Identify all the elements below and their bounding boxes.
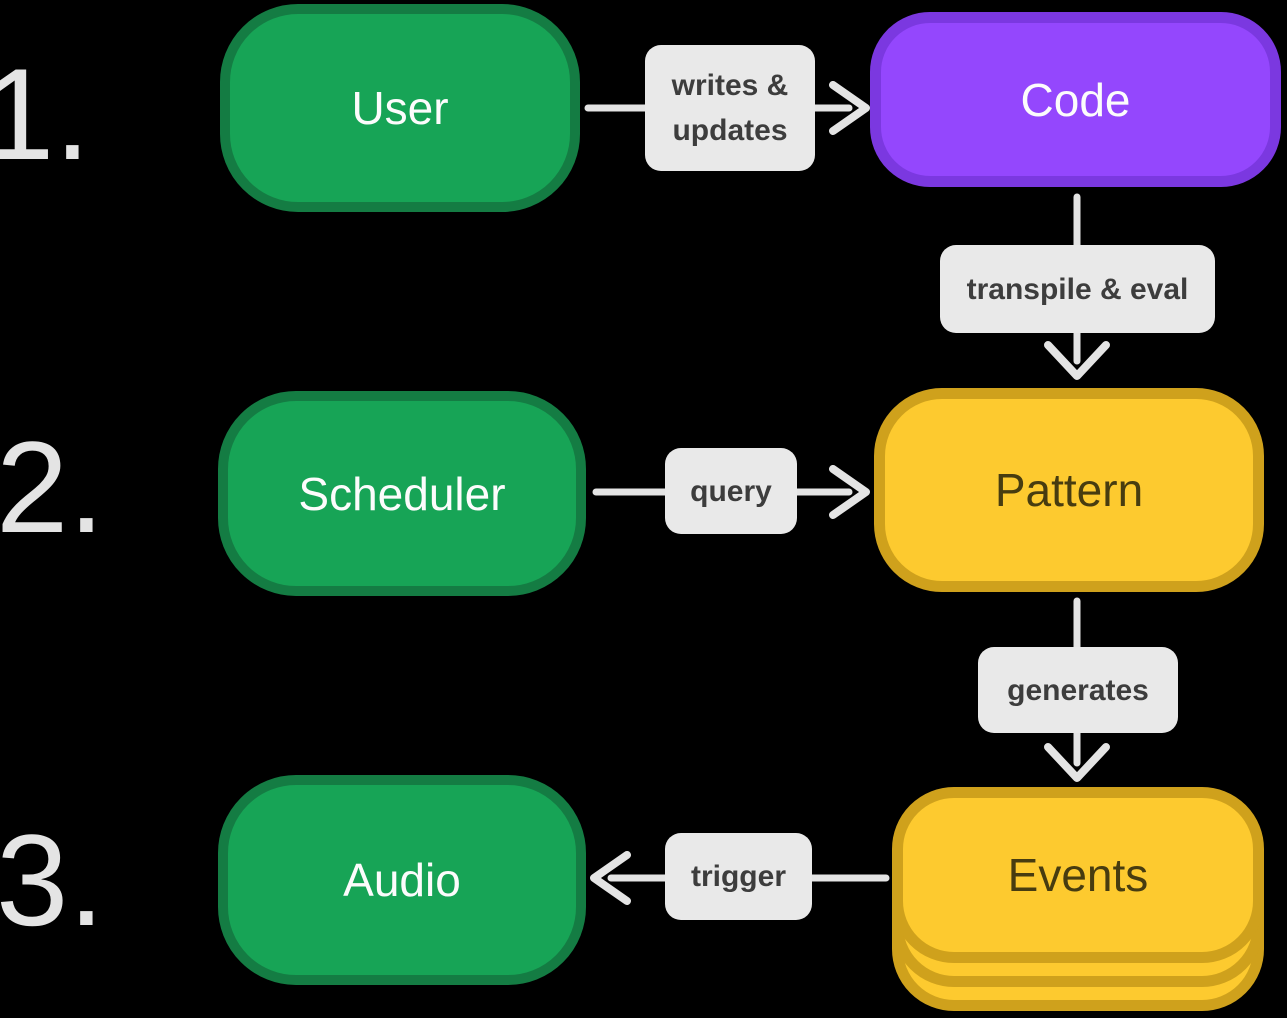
arrow-left-icon (590, 851, 631, 905)
edge-label-trigger: trigger (665, 833, 812, 920)
step-number-3: 3. (0, 807, 105, 953)
node-events-label: Events (1007, 849, 1149, 901)
node-events-stack: Events (892, 787, 1264, 1013)
node-user: User (220, 4, 580, 212)
edge-label-writes-updates: writes & updates (645, 45, 815, 171)
node-code: Code (870, 12, 1281, 187)
node-audio-label: Audio (343, 854, 461, 906)
step-number-1: 1. (0, 41, 91, 187)
events-card-front: Events (892, 787, 1264, 963)
arrow-right-icon (829, 81, 870, 135)
node-user-label: User (351, 82, 449, 134)
edge-label-writes-line1: writes & (671, 69, 789, 102)
step-number-2: 2. (0, 414, 105, 560)
node-pattern: Pattern (874, 388, 1264, 592)
edge-label-query: query (665, 448, 797, 534)
edge-label-generates-text: generates (1007, 673, 1149, 707)
edge-label-trigger-text: trigger (690, 860, 786, 893)
arrow-down-icon (1044, 341, 1110, 380)
edge-label-transpile-text: transpile & eval (966, 272, 1189, 306)
edge-label-generates: generates (978, 647, 1178, 733)
arrow-down-icon (1044, 743, 1110, 782)
node-code-label: Code (1020, 73, 1131, 126)
node-pattern-label: Pattern (994, 464, 1144, 516)
edge-label-transpile-eval: transpile & eval (940, 245, 1215, 333)
arrow-right-icon (829, 465, 870, 519)
edge-label-query-text: query (690, 474, 772, 508)
edge-label-writes-line2: updates (672, 114, 788, 147)
node-audio: Audio (218, 775, 586, 985)
node-scheduler: Scheduler (218, 391, 586, 596)
node-scheduler-label: Scheduler (298, 467, 506, 520)
